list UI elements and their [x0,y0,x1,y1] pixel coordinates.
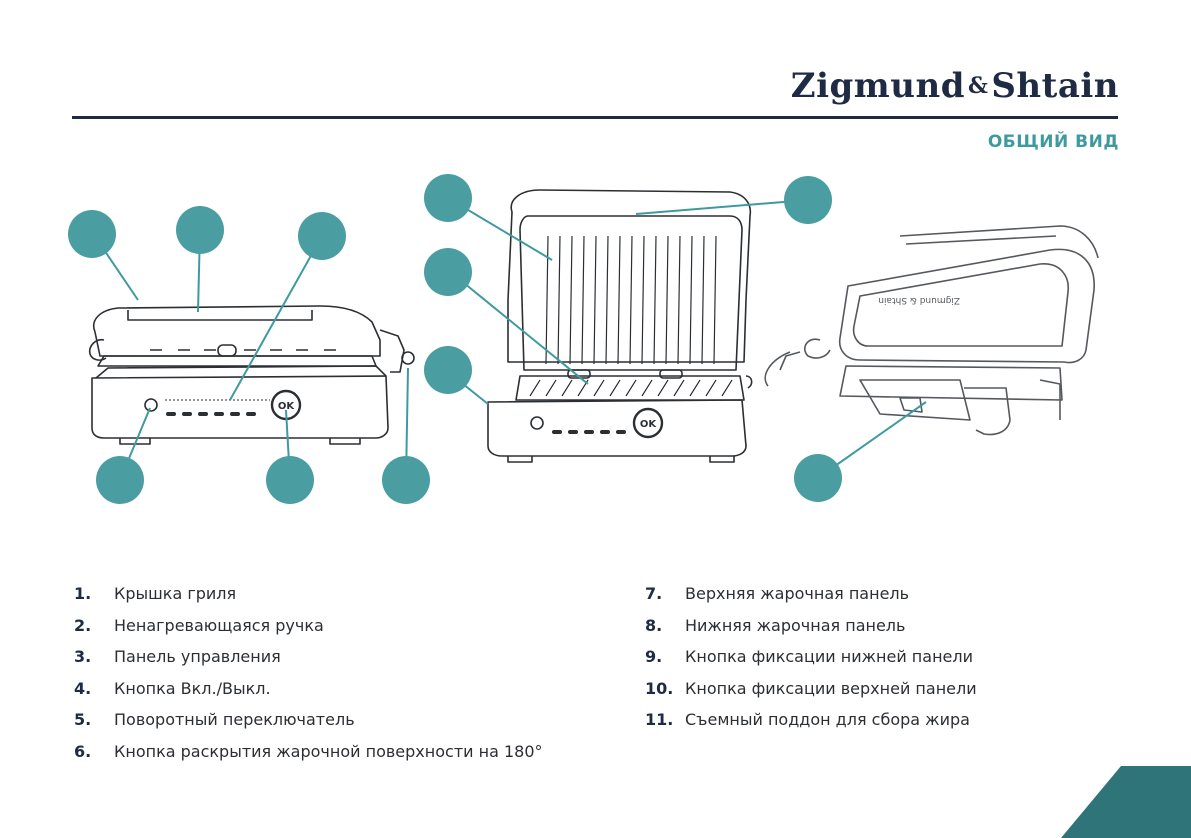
brand-amp: & [967,73,989,99]
grill-open-view: OK [487,189,753,463]
legend-text: Панель управления [114,647,281,667]
callout-circle [794,454,842,502]
legend-number: 11. [645,710,674,730]
callout-circle [176,206,224,254]
ok-knob-label-left: OK [278,401,296,412]
legend-item: 2. Ненагревающаяся ручка [74,610,594,642]
brand-part2: Shtain [991,66,1119,106]
brand-logo: Zigmund&Shtain [791,66,1119,106]
callout-circle [266,456,314,504]
callout-circle [424,174,472,222]
legend-text: Съемный поддон для сбора жира [685,710,970,730]
grill-diagram: OK OK [68,174,1099,504]
legend-number: 2. [74,615,92,635]
callout-circle [96,456,144,504]
legend-number: 3. [74,647,92,667]
legend-item: 7. Верхняя жарочная панель [645,578,1115,610]
callout-circle [382,456,430,504]
legend-item: 4. Кнопка Вкл./Выкл. [74,673,594,705]
svg-text:Zigmund & Shtain: Zigmund & Shtain [878,295,960,305]
legend-item: 11. Съемный поддон для сбора жира [645,704,1115,736]
legend-item: 3. Панель управления [74,641,594,673]
legend-text: Кнопка Вкл./Выкл. [114,678,271,698]
legend-text: Крышка гриля [114,584,237,604]
legend-number: 8. [645,615,663,635]
legend-number: 9. [645,647,663,667]
header-divider [72,116,1118,119]
legend-text: Верхняя жарочная панель [685,584,910,604]
grill-closed-view: OK [88,305,415,445]
corner-decoration [1061,766,1191,838]
product-illustration: OK OK [0,160,1191,520]
section-title: ОБЩИЙ ВИД [987,132,1119,152]
legend-text: Ненагревающаяся ручка [114,615,324,635]
callout-circle [424,248,472,296]
legend-number: 7. [645,584,663,604]
legend-number: 1. [74,584,92,604]
callout-circle [298,212,346,260]
legend-number: 6. [74,741,92,761]
grill-rear-view: Zigmund & Shtain [764,225,1099,436]
legend-item: 5. Поворотный переключатель [74,704,594,736]
legend-item: 1. Крышка гриля [74,578,594,610]
legend-text: Кнопка фиксации верхней панели [685,678,977,698]
callout-circle [784,176,832,224]
legend-text: Кнопка фиксации нижней панели [685,647,973,667]
legend-text: Кнопка раскрытия жарочной поверхности на… [114,741,543,761]
brand-part1: Zigmund [790,66,965,106]
legend-text: Нижняя жарочная панель [685,615,906,635]
legend-number: 10. [645,678,674,698]
legend-right-column: 7. Верхняя жарочная панель 8. Нижняя жароч… [645,578,1115,736]
legend-item: 6. Кнопка раскрытия жарочной поверхности … [74,736,594,768]
legend-left-column: 1. Крышка гриля 2. Ненагревающаяся ручка 3… [74,578,594,767]
ok-knob-label-middle: OK [640,419,658,430]
callout-circle [424,346,472,394]
legend-item: 10. Кнопка фиксации верхней панели [645,673,1115,705]
legend-number: 4. [74,678,92,698]
legend-text: Поворотный переключатель [114,710,355,730]
legend-number: 5. [74,710,92,730]
callout-circle [68,210,116,258]
legend-item: 8. Нижняя жарочная панель [645,610,1115,642]
legend-item: 9. Кнопка фиксации нижней панели [645,641,1115,673]
